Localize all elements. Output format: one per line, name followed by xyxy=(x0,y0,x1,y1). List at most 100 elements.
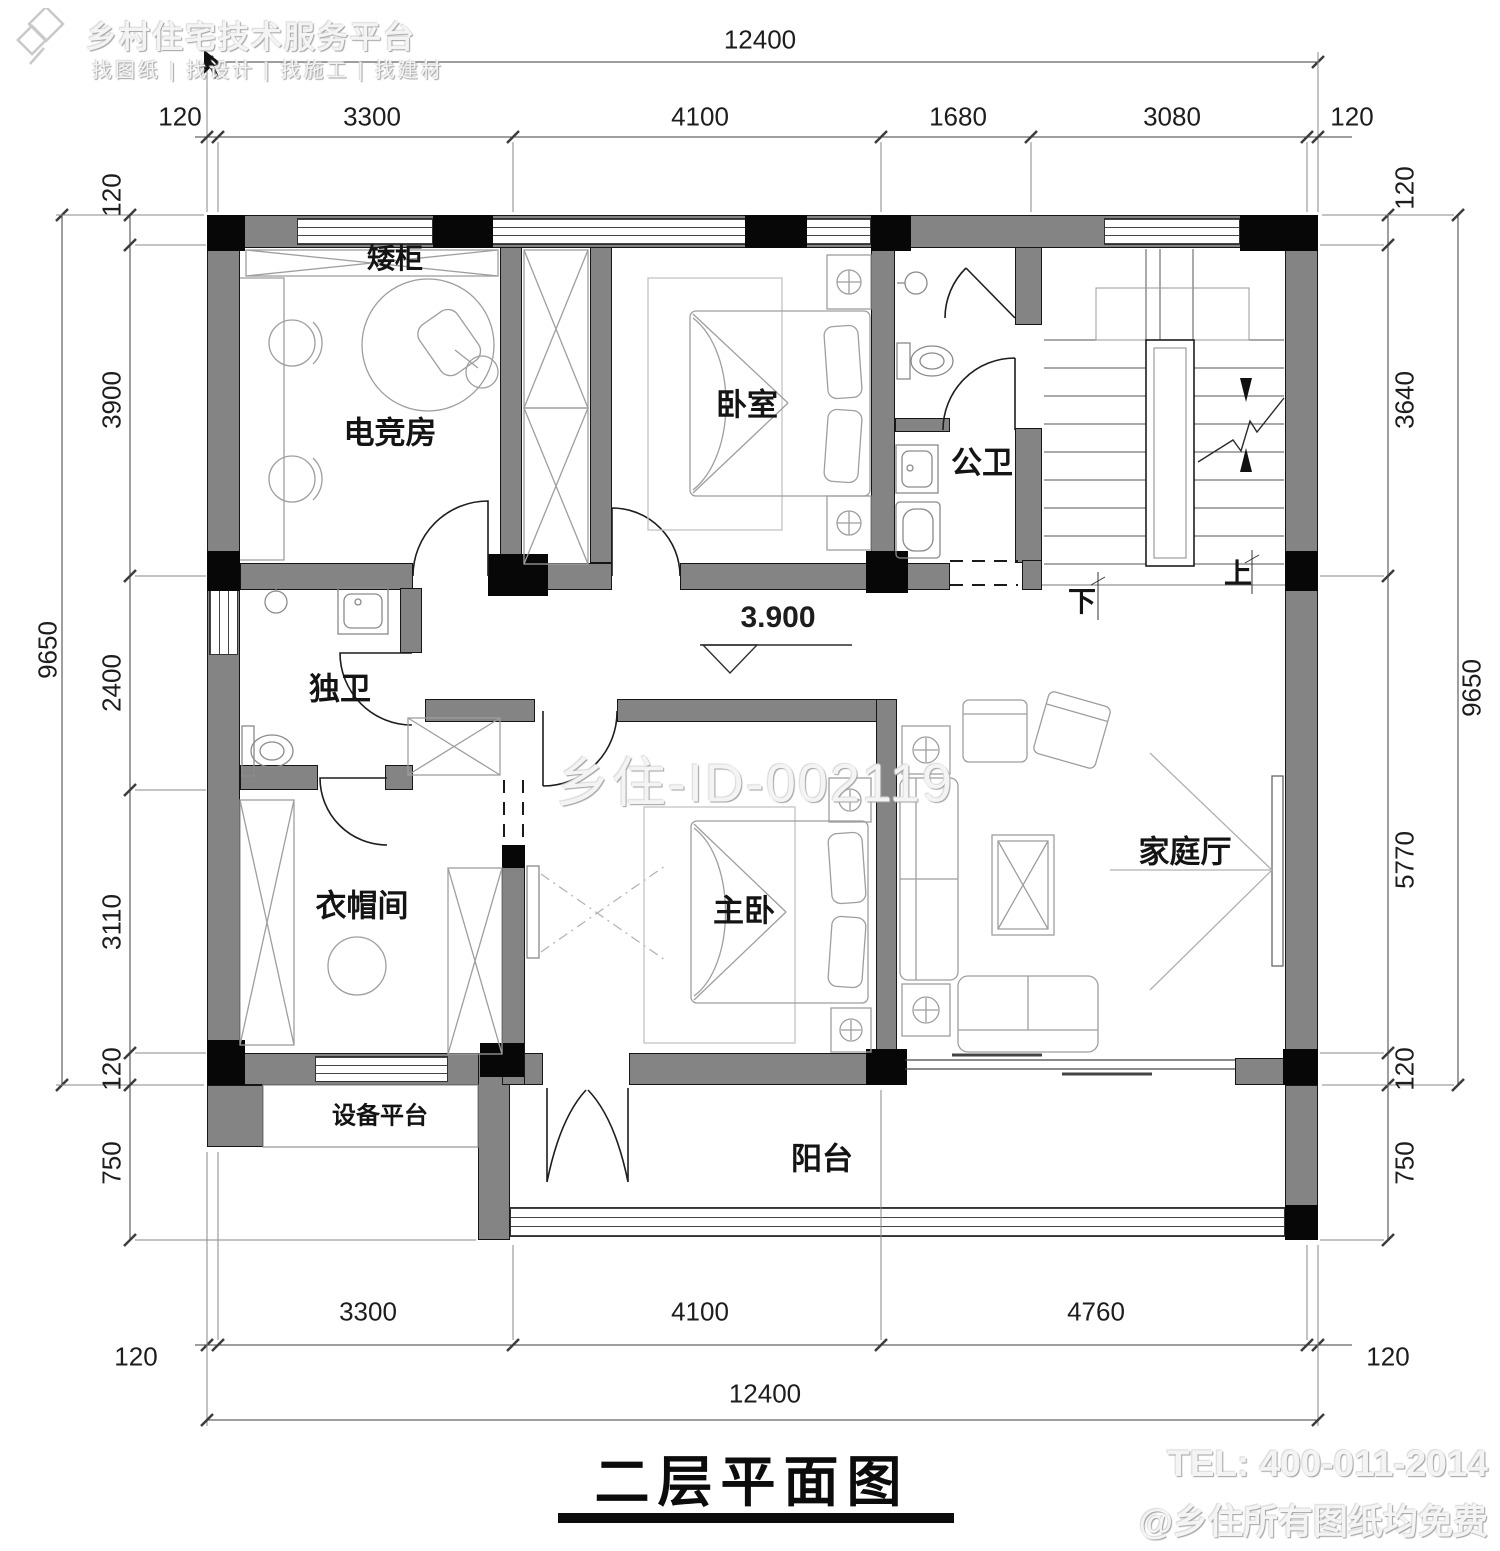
wall xyxy=(895,418,950,432)
sliding-window xyxy=(905,1053,1235,1076)
bed-icon xyxy=(647,254,872,551)
wall xyxy=(629,1053,905,1085)
column xyxy=(207,1040,245,1085)
stairs xyxy=(1042,249,1285,620)
wall xyxy=(240,765,318,790)
dim-label: 750 xyxy=(1389,1141,1420,1185)
wall xyxy=(1015,247,1042,325)
floor-drain-icon xyxy=(264,590,288,614)
level-marker-icon xyxy=(700,644,852,675)
dim-label: 120 xyxy=(1389,166,1420,210)
column xyxy=(433,215,493,248)
dim-label: 4100 xyxy=(671,1296,729,1327)
dim-label: 120 xyxy=(1389,1047,1420,1091)
room-label-bedroom: 卧室 xyxy=(716,387,778,423)
dim-label: 3300 xyxy=(343,101,401,132)
dim-label: 3080 xyxy=(1143,101,1201,132)
toilet-icon xyxy=(241,725,294,777)
wall xyxy=(907,563,950,590)
column xyxy=(1285,1205,1318,1240)
chair-icon xyxy=(268,319,316,367)
dim-label: 120 xyxy=(158,101,202,132)
window xyxy=(297,218,433,245)
dim-label: 750 xyxy=(96,1141,127,1185)
dim-label: 3300 xyxy=(339,1296,397,1327)
equipment-platform-outline xyxy=(262,1084,479,1148)
dim-label: 120 xyxy=(114,1341,158,1372)
door-private-bath xyxy=(339,652,413,726)
window xyxy=(209,590,238,655)
door-master xyxy=(542,710,618,787)
dim-label: 2400 xyxy=(96,654,127,712)
bed-icon xyxy=(643,777,872,1053)
watermark: 乡住-ID-002119 xyxy=(555,753,955,814)
door-cloakroom xyxy=(319,777,388,846)
title-underline xyxy=(558,1513,954,1523)
column xyxy=(1240,215,1318,251)
armchair-icon xyxy=(962,699,1028,763)
window xyxy=(1104,218,1240,245)
wall xyxy=(425,699,535,722)
dim-label: 12400 xyxy=(723,24,797,55)
dim-label: 3900 xyxy=(96,371,127,429)
logo-icon xyxy=(16,8,65,65)
dim-label: 12400 xyxy=(728,1378,802,1409)
logo-title: 乡村住宅技术服务平台 xyxy=(86,20,416,55)
dimension-lines xyxy=(55,52,1465,1427)
tv-sightline xyxy=(1110,752,1273,991)
wardrobe-icon xyxy=(239,249,589,1055)
tv-sightline xyxy=(540,865,666,961)
dim-label: 120 xyxy=(1366,1341,1410,1372)
sofa-icon xyxy=(899,777,1099,1053)
room-label-esports: 电竞房 xyxy=(343,415,437,451)
room-label-family-hall: 家庭厅 xyxy=(1138,834,1232,870)
room-label-master-bedroom: 主卧 xyxy=(713,893,775,929)
furniture xyxy=(239,249,1284,1148)
desk-icon xyxy=(240,277,285,561)
sink-icon xyxy=(895,444,939,494)
level-value: 3.900 xyxy=(740,601,816,634)
side-table-icon xyxy=(901,725,951,1037)
room-label-private-bath: 独卫 xyxy=(309,671,371,707)
wall xyxy=(240,563,413,590)
dim-label: 1680 xyxy=(929,101,987,132)
room-label-balcony: 阳台 xyxy=(791,1141,853,1177)
dim-label: 4100 xyxy=(671,101,729,132)
armchair-icon xyxy=(1033,691,1111,769)
logo-subtitle: 找图纸 | 找设计 | 找施工 | 找建材 xyxy=(92,60,444,82)
tel-number: TEL: 400-011-2014 xyxy=(1167,1443,1488,1484)
stool-icon xyxy=(327,936,387,996)
sheet-title: 二层平面图 xyxy=(594,1451,910,1513)
dim-label: 120 xyxy=(1330,101,1374,132)
dim-label: 120 xyxy=(96,173,127,217)
stair-label-down: 下 xyxy=(1067,586,1097,617)
door-balcony-double xyxy=(546,1088,629,1183)
washing-machine-icon xyxy=(895,501,941,559)
room-label-cloakroom: 衣帽间 xyxy=(315,888,409,924)
mouse-cursor xyxy=(204,50,222,79)
chair-icon xyxy=(268,455,316,503)
wall xyxy=(871,247,895,563)
column xyxy=(488,554,548,596)
gaming-chair-icon xyxy=(417,308,482,377)
dim-label: 9650 xyxy=(1456,659,1487,717)
door-arcs xyxy=(319,267,1016,1183)
column xyxy=(502,845,525,868)
door-public-bath-lower xyxy=(942,357,1016,431)
tv-icon xyxy=(526,865,540,959)
room-label-public-bath: 公卫 xyxy=(951,445,1013,481)
free-note: @乡住所有图纸均免费 xyxy=(1138,1503,1488,1542)
wall xyxy=(590,247,612,563)
balcony-railing xyxy=(510,1207,1285,1237)
column xyxy=(745,215,807,248)
wall xyxy=(1015,428,1042,563)
column xyxy=(207,551,240,591)
dim-label: 3640 xyxy=(1389,371,1420,429)
low-cabinet-icon xyxy=(245,249,499,277)
wall-platform xyxy=(207,1085,263,1147)
stair-label-up: 上 xyxy=(1223,558,1253,589)
door-bedroom xyxy=(611,507,681,577)
dim-label: 3110 xyxy=(96,894,127,950)
